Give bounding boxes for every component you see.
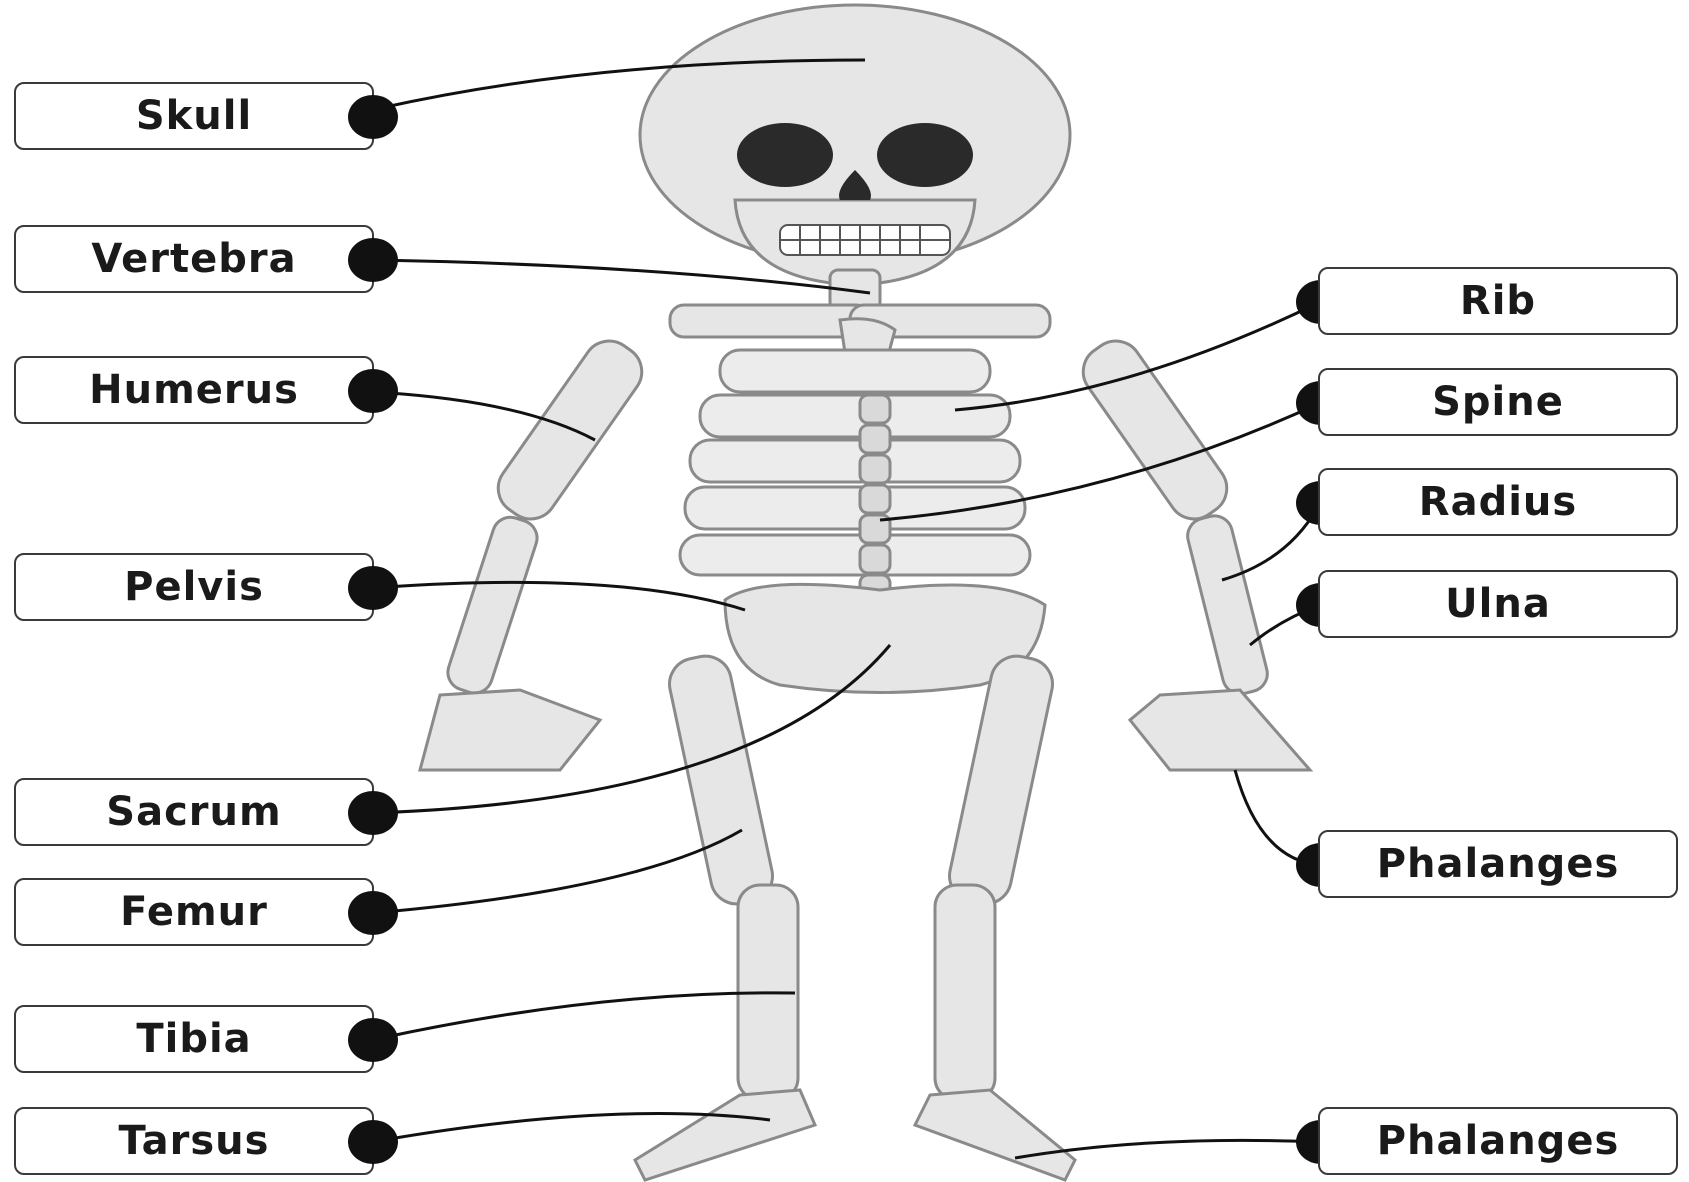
spine-vertebra-4 (860, 485, 890, 513)
foot-right (915, 1090, 1075, 1180)
rib-2 (700, 395, 1010, 437)
spine-vertebra-1 (860, 395, 890, 423)
label-vertebra: Vertebra (14, 225, 374, 293)
leader-femur (372, 830, 742, 913)
eye-socket-left (737, 123, 833, 187)
label-tarsus: Tarsus (14, 1107, 374, 1175)
tibia-right (935, 885, 995, 1100)
rib-1 (720, 350, 990, 392)
rib-5 (680, 535, 1030, 575)
leader-pelvis (372, 582, 745, 610)
label-radius: Radius (1318, 468, 1678, 536)
femur-right (945, 651, 1058, 908)
marker-tibia (348, 1018, 398, 1062)
marker-pelvis (348, 566, 398, 610)
leader-tibia (372, 993, 795, 1040)
humerus-right (1073, 331, 1237, 529)
marker-femur (348, 891, 398, 935)
label-ulna: Ulna (1318, 570, 1678, 638)
foot-left (635, 1090, 815, 1180)
hand-left (420, 690, 600, 770)
humerus-left (488, 331, 652, 529)
marker-skull (348, 95, 398, 139)
marker-vertebra (348, 238, 398, 282)
spine-vertebra-6 (860, 545, 890, 573)
marker-tarsus (348, 1120, 398, 1164)
label-sacrum: Sacrum (14, 778, 374, 846)
rib-3 (690, 440, 1020, 482)
label-humerus: Humerus (14, 356, 374, 424)
label-phalanges-hand: Phalanges (1318, 830, 1678, 898)
spine-vertebra-2 (860, 425, 890, 453)
marker-humerus (348, 369, 398, 413)
label-tibia: Tibia (14, 1005, 374, 1073)
label-spine: Spine (1318, 368, 1678, 436)
label-rib: Rib (1318, 267, 1678, 335)
label-skull: Skull (14, 82, 374, 150)
label-femur: Femur (14, 878, 374, 946)
forearm-right (1184, 512, 1271, 698)
forearm-left (443, 513, 541, 698)
label-phalanges-foot: Phalanges (1318, 1107, 1678, 1175)
eye-socket-right (877, 123, 973, 187)
femur-left (665, 651, 778, 908)
spine-vertebra-3 (860, 455, 890, 483)
hand-right (1130, 690, 1310, 770)
label-pelvis: Pelvis (14, 553, 374, 621)
marker-sacrum (348, 791, 398, 835)
